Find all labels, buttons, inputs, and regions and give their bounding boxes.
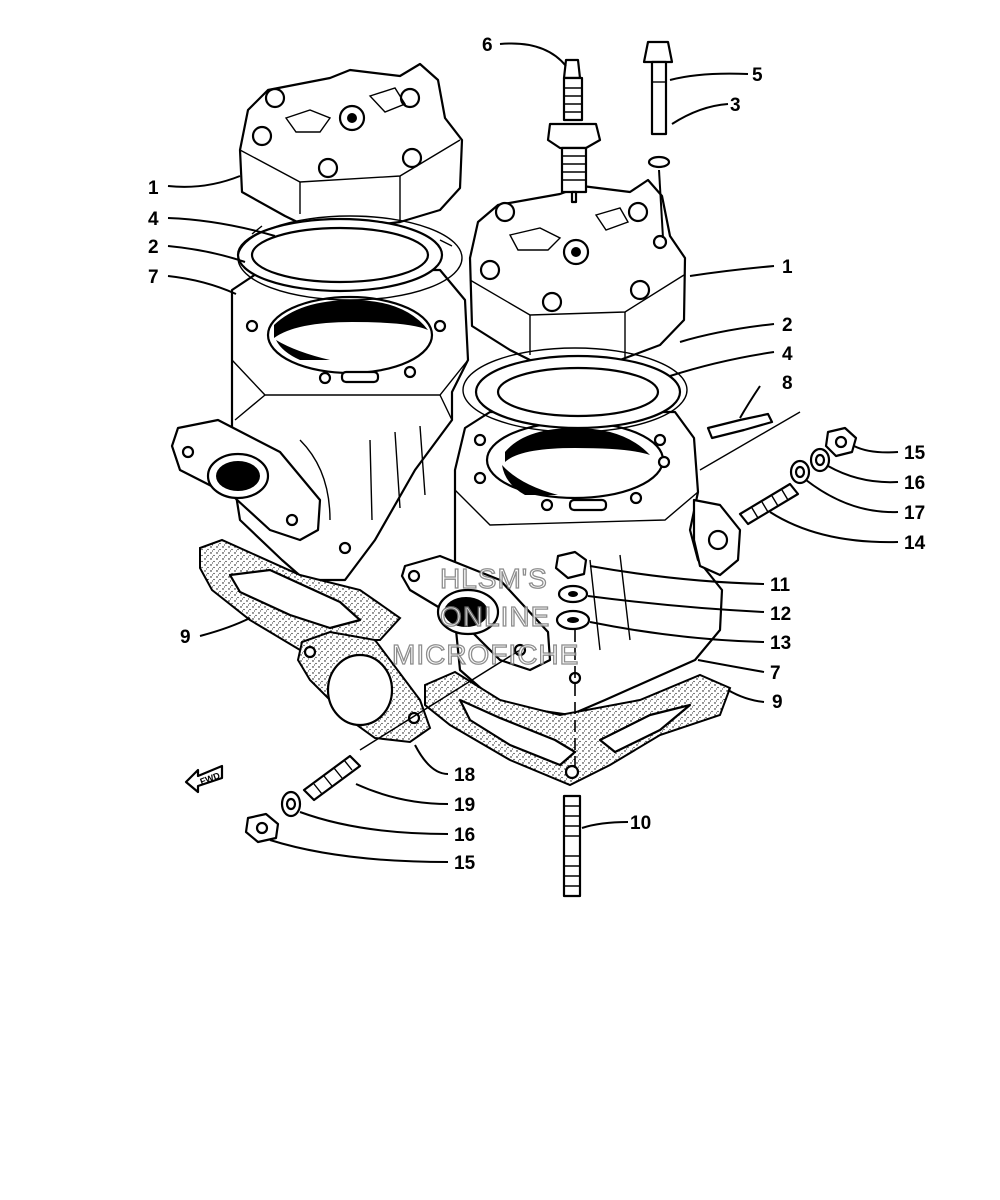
- callout-15-right: 15: [904, 443, 926, 464]
- stud-19: [302, 754, 362, 802]
- nut-15-right: [824, 426, 858, 458]
- fwd-label: FWD: [199, 770, 222, 787]
- head-oring-left: [236, 217, 444, 293]
- callout-4-right: 4: [782, 344, 793, 365]
- callout-9-right: 9: [772, 692, 783, 713]
- callout-3: 3: [730, 95, 741, 116]
- callout-8: 8: [782, 373, 793, 394]
- watermark-line3: MICROFICHE: [392, 639, 579, 670]
- cylinder-left: [230, 268, 470, 582]
- callout-19: 19: [454, 795, 475, 816]
- nut-15-lower: [244, 812, 280, 844]
- washer-17: [789, 459, 811, 485]
- callout-13: 13: [770, 633, 791, 654]
- callout-labels: 1 4 2 7 6 5 3 1 2 4 8 15 16 17 14 11 12 …: [148, 35, 926, 874]
- callout-16-lower: 16: [454, 825, 475, 846]
- nut-11: [554, 550, 588, 580]
- base-gasket-right: [424, 670, 732, 787]
- callout-12: 12: [770, 604, 791, 625]
- lock-washer-16-right: [809, 447, 831, 473]
- bolt-washer: [647, 155, 671, 169]
- cylinder-head-left: [238, 62, 464, 234]
- washer-13: [555, 609, 591, 631]
- spark-plug: [546, 58, 602, 204]
- exhaust-flange-left-cylinder: [170, 418, 322, 542]
- watermark-line1: HLSM'S: [440, 563, 548, 594]
- callout-2-right: 2: [782, 315, 793, 336]
- head-gasket-left: [237, 215, 463, 301]
- callout-4-left: 4: [148, 209, 159, 230]
- head-oring-right: [474, 354, 682, 430]
- callout-9-left: 9: [180, 627, 191, 648]
- head-gasket-right: [462, 347, 688, 433]
- callout-5: 5: [752, 65, 763, 86]
- callout-16-right: 16: [904, 473, 925, 494]
- callout-15-lower: 15: [454, 853, 476, 874]
- callout-1-left: 1: [148, 178, 159, 199]
- dowel-pin: [706, 412, 774, 440]
- watermark: HLSM'S ONLINE MICROFICHE: [391, 562, 579, 670]
- head-bolt: [642, 40, 674, 136]
- callout-17: 17: [904, 503, 925, 524]
- callout-10: 10: [630, 813, 651, 834]
- callout-7-right: 7: [770, 663, 781, 684]
- callout-1-right: 1: [782, 257, 793, 278]
- fwd-arrow-icon: FWD: [184, 764, 224, 794]
- cylinder-head-right: [468, 178, 687, 367]
- callout-7-left: 7: [148, 267, 159, 288]
- callout-2-left: 2: [148, 237, 159, 258]
- lock-washer-12: [557, 584, 589, 604]
- callout-14: 14: [904, 533, 926, 554]
- washer-16-lower: [280, 790, 302, 818]
- stud-14: [738, 482, 800, 526]
- callout-6: 6: [482, 35, 493, 56]
- callout-18: 18: [454, 765, 475, 786]
- callout-11: 11: [770, 575, 791, 596]
- exhaust-flange-18: [296, 630, 432, 744]
- leader-lines: [167, 42, 899, 863]
- stud-10: [562, 794, 582, 898]
- exhaust-flange-right-cylinder: [400, 554, 552, 672]
- watermark-line2: ONLINE: [440, 601, 550, 632]
